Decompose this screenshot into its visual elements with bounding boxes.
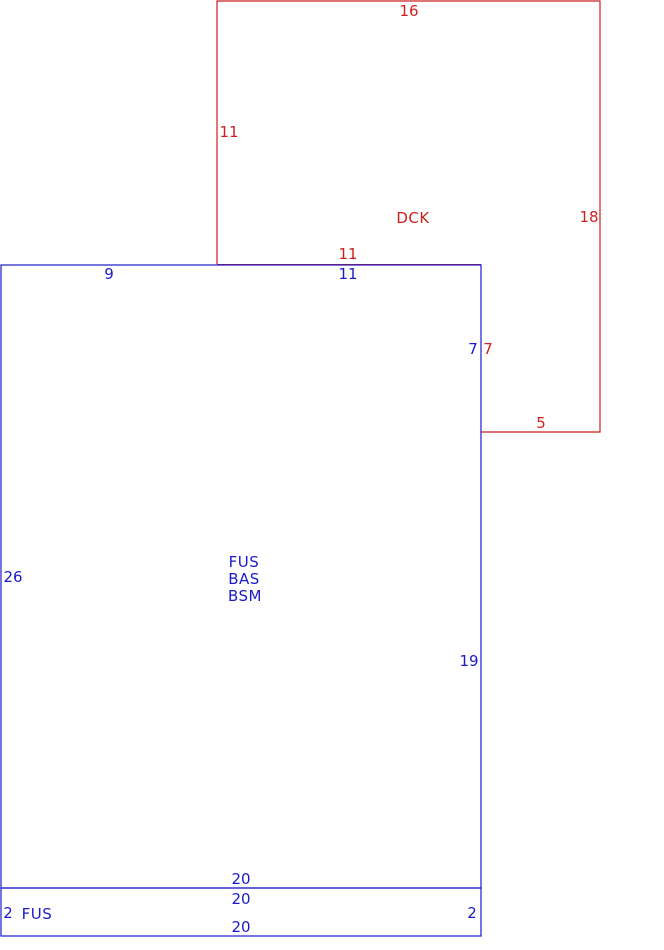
main-dim-top-shared: 11 (338, 265, 357, 283)
deck-dim-left: 11 (219, 123, 238, 141)
main-dim-left: 26 (3, 568, 22, 586)
deck-dim-inner-right: 7 (483, 340, 493, 358)
deck-dim-right: 18 (579, 208, 598, 226)
main-dim-right-upper: 7 (468, 340, 478, 358)
deck-code: DCK (396, 209, 430, 227)
strip-dim-right: 2 (467, 904, 477, 922)
deck-dim-bottom: 5 (536, 414, 546, 432)
main-code-bsm: BSM (228, 587, 262, 605)
main-dim-bottom: 20 (231, 870, 250, 888)
strip-dim-left: 2 (3, 904, 13, 922)
strip-code: FUS (22, 905, 53, 923)
main-code-fus: FUS (229, 553, 260, 571)
main-dim-right-lower: 19 (459, 652, 478, 670)
strip-dim-top: 20 (231, 890, 250, 908)
deck-dim-top: 16 (399, 2, 418, 20)
strip-outline (0, 887, 482, 937)
strip-dim-bottom: 20 (231, 918, 250, 936)
main-dim-top-left: 9 (104, 265, 114, 283)
deck-outline (216, 0, 601, 433)
main-code-bas: BAS (228, 570, 260, 588)
deck-dim-bottom-shared: 11 (338, 245, 357, 263)
